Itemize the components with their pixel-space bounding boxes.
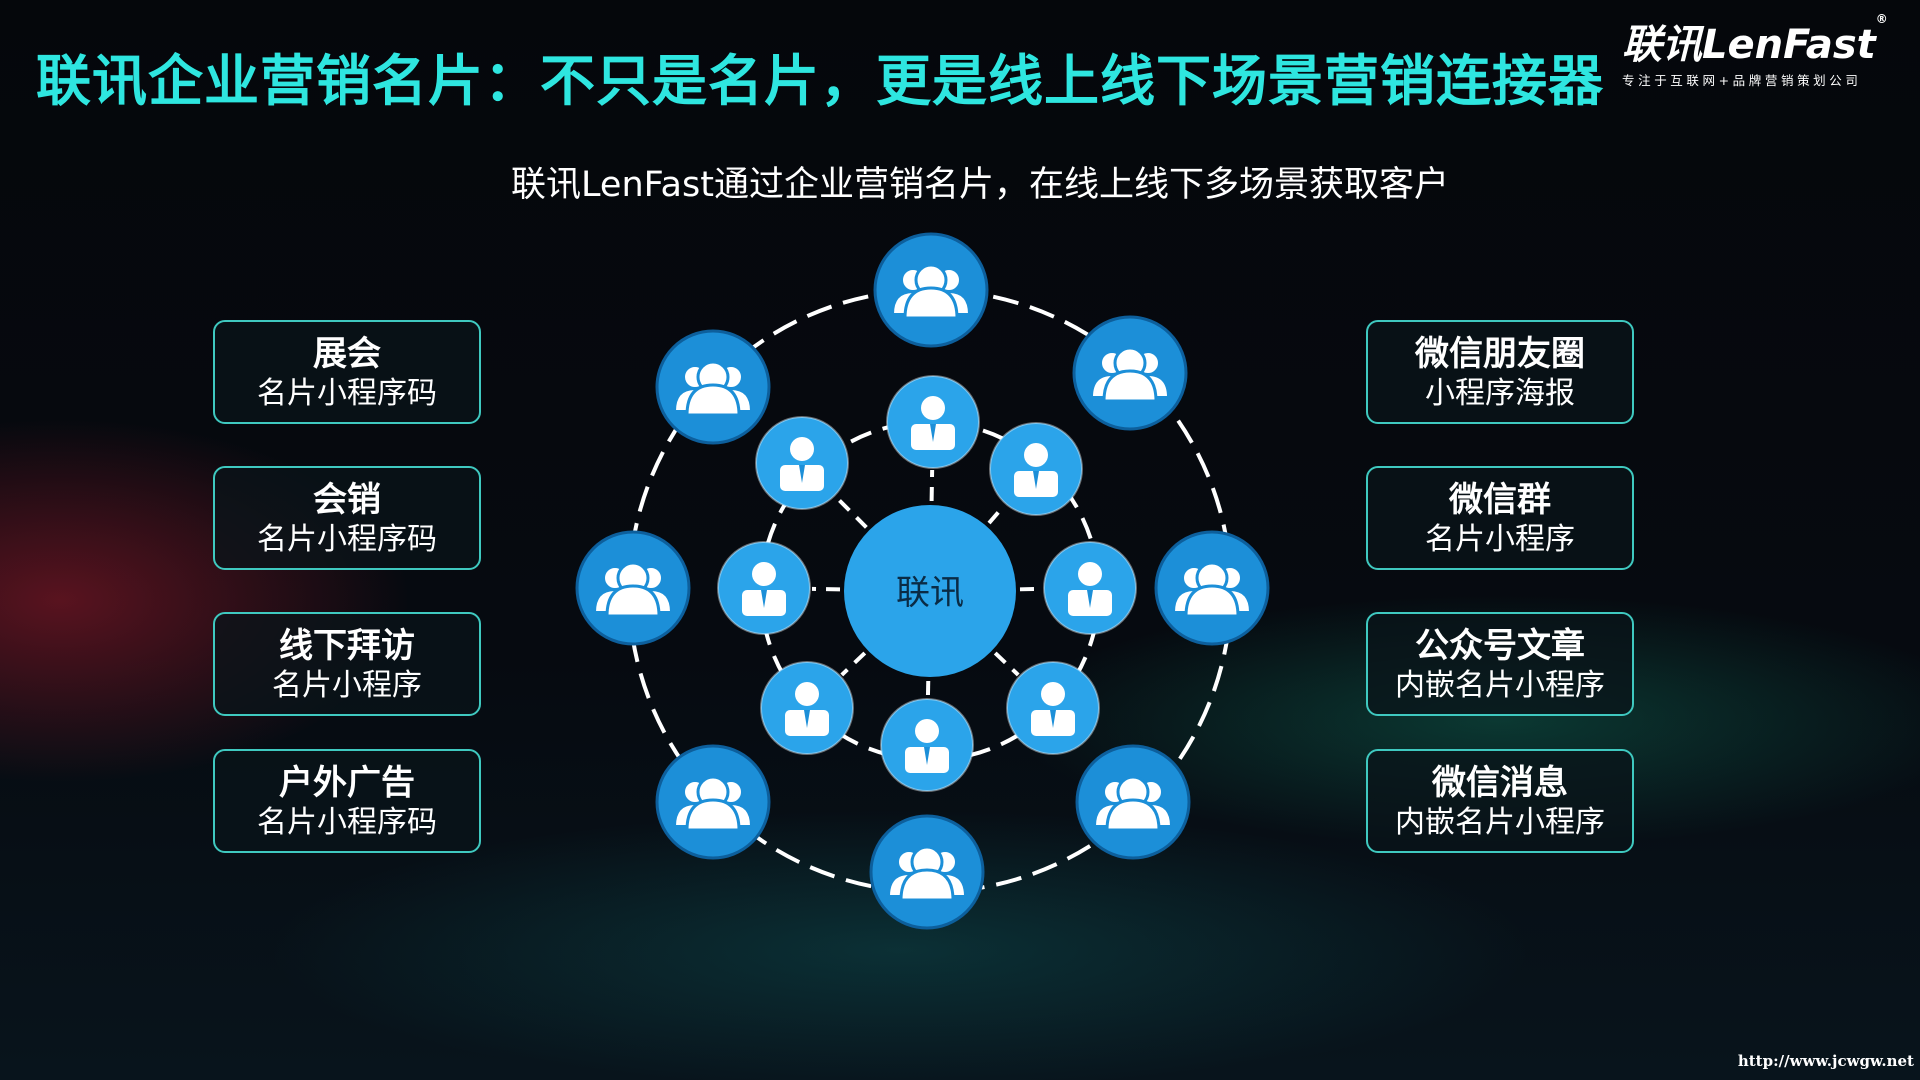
group-user-node xyxy=(655,329,771,445)
channel-title: 公众号文章 xyxy=(1415,626,1585,666)
business-user-node xyxy=(755,416,849,510)
channel-box: 微信消息内嵌名片小程序 xyxy=(1366,749,1634,853)
group-user-node xyxy=(869,814,985,930)
channel-title: 会销 xyxy=(313,480,381,520)
group-user-node xyxy=(655,744,771,860)
businessman-icon xyxy=(1068,562,1112,616)
businessman-icon xyxy=(1014,443,1058,497)
channel-sub: 小程序海报 xyxy=(1425,376,1575,411)
watermark: http://www.jcwgw.net xyxy=(1737,1052,1914,1070)
group-user-node xyxy=(1072,315,1188,431)
channel-sub: 名片小程序 xyxy=(1425,522,1575,557)
channel-sub: 名片小程序码 xyxy=(257,805,437,840)
connector-line xyxy=(840,651,867,677)
businessman-icon xyxy=(1031,682,1075,736)
business-user-node xyxy=(760,661,854,755)
channel-box: 展会名片小程序码 xyxy=(213,320,481,424)
channel-box: 线下拜访名片小程序 xyxy=(213,612,481,716)
channel-box: 微信群名片小程序 xyxy=(1366,466,1634,570)
users-icon xyxy=(1172,561,1252,618)
business-user-node xyxy=(1006,661,1100,755)
logo-name: 联讯LenFast xyxy=(1622,22,1876,68)
channel-title: 展会 xyxy=(313,334,381,374)
channel-box: 户外广告名片小程序码 xyxy=(213,749,481,853)
subtitle: 联讯LenFast通过企业营销名片，在线上线下多场景获取客户 xyxy=(511,165,1449,205)
businessman-icon xyxy=(911,396,955,450)
users-icon xyxy=(887,845,967,902)
channel-sub: 名片小程序 xyxy=(272,668,422,703)
group-user-node xyxy=(873,232,989,348)
businessman-icon xyxy=(780,437,824,491)
businessman-icon xyxy=(785,682,829,736)
channel-sub: 内嵌名片小程序 xyxy=(1395,668,1605,703)
users-icon xyxy=(1090,346,1170,403)
registered-mark: ® xyxy=(1875,12,1888,26)
users-icon xyxy=(593,561,673,618)
channel-box: 会销名片小程序码 xyxy=(213,466,481,570)
channel-title: 线下拜访 xyxy=(279,626,415,666)
channel-box: 微信朋友圈小程序海报 xyxy=(1366,320,1634,424)
channel-title: 户外广告 xyxy=(279,763,415,803)
connector-line xyxy=(834,495,868,529)
channel-title: 微信朋友圈 xyxy=(1415,334,1585,374)
connector-line xyxy=(811,586,841,592)
connector-line xyxy=(993,651,1020,677)
group-user-node xyxy=(575,530,691,646)
business-user-node xyxy=(989,422,1083,516)
channel-sub: 名片小程序码 xyxy=(257,522,437,557)
group-user-node xyxy=(1154,530,1270,646)
center-label: 联讯 xyxy=(896,573,964,613)
channel-title: 微信群 xyxy=(1449,480,1551,520)
channel-sub: 名片小程序码 xyxy=(257,376,437,411)
businessman-icon xyxy=(905,719,949,773)
channel-box: 公众号文章内嵌名片小程序 xyxy=(1366,612,1634,716)
center-node xyxy=(844,505,1016,677)
businessman-icon xyxy=(742,562,786,616)
users-icon xyxy=(891,263,971,320)
channel-sub: 内嵌名片小程序 xyxy=(1395,805,1605,840)
logo-tagline: 专注于互联网+品牌营销策划公司 xyxy=(1622,73,1862,88)
users-icon xyxy=(1093,775,1173,832)
business-user-node xyxy=(880,698,974,792)
business-user-node xyxy=(717,541,811,635)
business-user-node xyxy=(1043,541,1137,635)
users-icon xyxy=(673,775,753,832)
business-user-node xyxy=(886,375,980,469)
connector-line xyxy=(987,503,1007,525)
page-title: 联讯企业营销名片：不只是名片，更是线上线下场景营销连接器 xyxy=(36,49,1605,113)
users-icon xyxy=(673,360,753,417)
group-user-node xyxy=(1075,744,1191,860)
channel-title: 微信消息 xyxy=(1432,763,1568,803)
logo: 联讯LenFast® 专注于互联网+品牌营销策划公司 xyxy=(1622,12,1888,89)
connector-line xyxy=(929,469,935,502)
